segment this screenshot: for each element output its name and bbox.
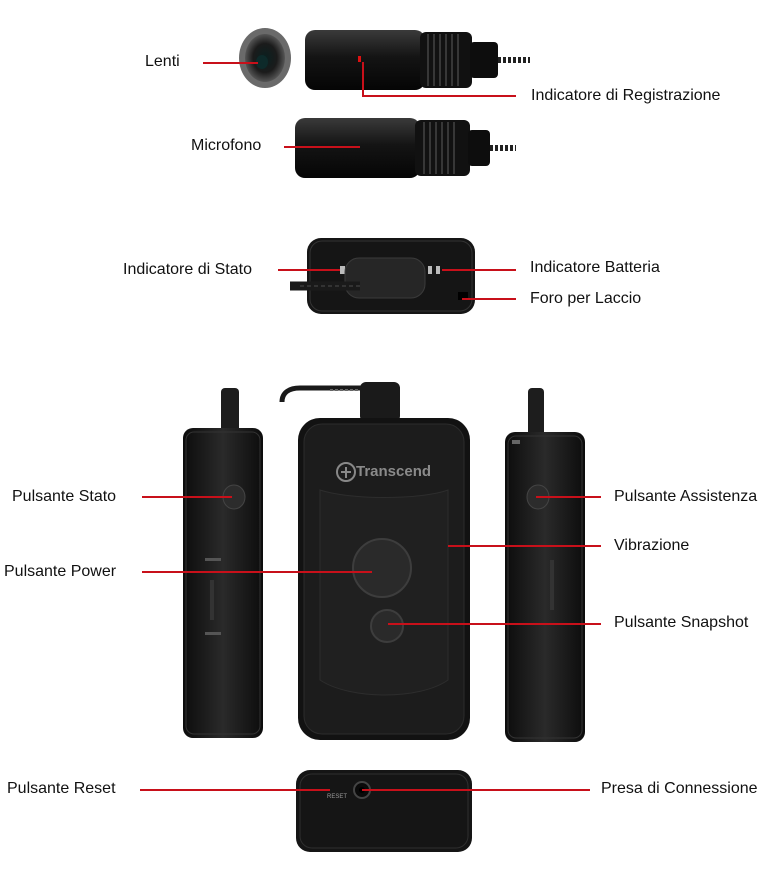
label-microphone: Microfono bbox=[191, 137, 262, 154]
leader-line-reset-button bbox=[140, 789, 330, 791]
label-rec-indicator: Indicatore di Registrazione bbox=[531, 87, 721, 104]
leader-line-status-button bbox=[142, 496, 232, 498]
label-connection-jack: Presa di Connessione bbox=[601, 780, 758, 797]
device-top-view bbox=[290, 238, 475, 314]
label-strap-hole: Foro per Laccio bbox=[530, 290, 642, 307]
leader-line-strap-hole bbox=[462, 298, 516, 300]
leader-line-connection-jack bbox=[362, 789, 590, 791]
label-status-indicator: Indicatore di Stato bbox=[123, 261, 252, 278]
label-reset-button: Pulsante Reset bbox=[7, 780, 116, 797]
device-left-side-view bbox=[183, 388, 263, 738]
leader-line-rec-vertical bbox=[362, 62, 364, 96]
label-status-button: Pulsante Stato bbox=[12, 488, 117, 505]
leader-line-assist-button bbox=[536, 496, 601, 498]
leader-line-vibration bbox=[448, 545, 601, 547]
camera-unit-middle bbox=[295, 118, 516, 178]
device-front-view bbox=[279, 382, 470, 740]
label-snapshot-button: Pulsante Snapshot bbox=[614, 614, 749, 631]
leader-line-lens bbox=[203, 62, 258, 64]
camera-unit-top bbox=[239, 28, 530, 90]
device-bottom-view bbox=[296, 770, 472, 852]
leader-line-snapshot-button bbox=[388, 623, 601, 625]
leader-line-power-button bbox=[142, 571, 372, 573]
leader-line-battery-indicator bbox=[442, 269, 516, 271]
leader-line-rec bbox=[362, 95, 516, 97]
label-power-button: Pulsante Power bbox=[4, 563, 117, 580]
leader-line-microphone bbox=[284, 146, 360, 148]
label-vibration: Vibrazione bbox=[614, 537, 690, 554]
label-lens: Lenti bbox=[145, 53, 180, 70]
label-battery-indicator: Indicatore Batteria bbox=[530, 259, 660, 276]
device-right-side-view bbox=[505, 388, 585, 742]
reset-hole-label: RESET bbox=[327, 794, 348, 800]
brand-logo: Transcend bbox=[356, 463, 432, 480]
leader-line-status-indicator bbox=[278, 269, 340, 271]
label-assist-button: Pulsante Assistenza bbox=[614, 488, 758, 505]
